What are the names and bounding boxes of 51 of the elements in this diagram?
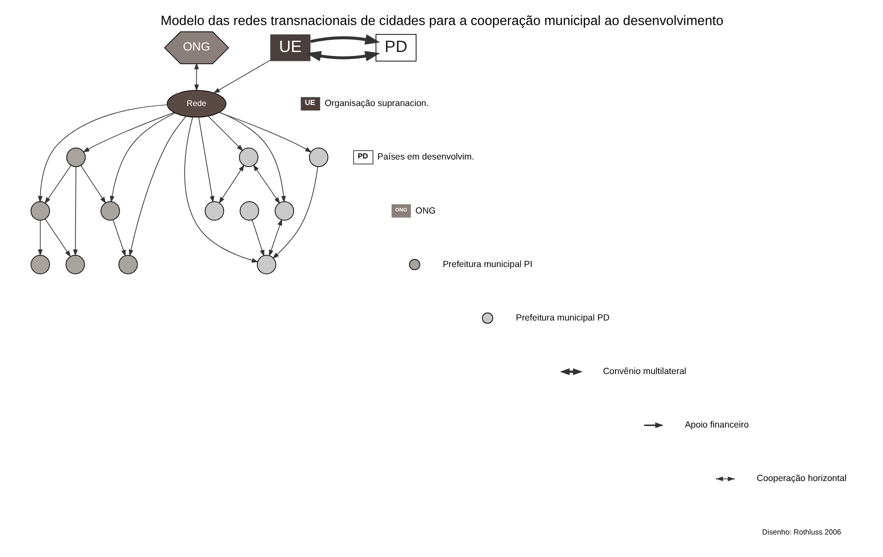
arrow <box>272 166 318 259</box>
node-circle <box>118 254 138 274</box>
node-circle <box>274 201 294 221</box>
node-box: PD <box>375 34 416 62</box>
label: Disenho: Rothluss 2006 <box>762 527 841 536</box>
arrow <box>44 164 71 204</box>
node-circle <box>204 201 224 221</box>
node-circle <box>238 148 258 168</box>
arrow <box>218 164 244 204</box>
arrow <box>268 218 282 257</box>
node-circle <box>256 254 276 274</box>
arrow <box>44 218 70 258</box>
arrow <box>218 112 286 203</box>
node-circle <box>100 201 120 221</box>
arrow <box>212 60 270 94</box>
label: PD <box>357 151 368 160</box>
arrow <box>72 166 78 256</box>
arrow <box>82 112 174 152</box>
legend-label: Cooperação horizontal <box>756 473 846 484</box>
node-circle <box>308 148 328 168</box>
arrow <box>80 165 106 204</box>
arrow <box>251 220 264 257</box>
arrow <box>37 104 168 203</box>
legend-label: Convênio multilateral <box>602 366 686 376</box>
node-ellipse: Rede <box>166 90 226 118</box>
node-circle <box>65 254 84 274</box>
diagram-title: Modelo das redes transnacionais de cidades para a cooperação municipal ao desenvolvimento <box>160 12 723 28</box>
arrow <box>306 50 380 62</box>
arrow <box>310 34 380 45</box>
legend-label: Apoio financeiro <box>684 420 748 430</box>
legend-label: Prefeitura municipal PD <box>515 312 610 322</box>
node-circle <box>66 148 86 168</box>
legend-label: Organisação supranacion. <box>324 98 428 108</box>
legend-label: Países em desenvolvim. <box>376 152 474 162</box>
arrow <box>37 220 42 256</box>
arrow <box>252 164 280 204</box>
arrow <box>218 112 312 152</box>
node-circle <box>30 254 50 274</box>
legend-label: Prefeitura municipal PI <box>442 258 532 269</box>
node-circle <box>30 201 50 221</box>
arrow <box>128 116 186 256</box>
arrow <box>184 116 258 263</box>
node-circle <box>239 201 259 221</box>
arrow <box>208 116 243 152</box>
arrow <box>198 116 214 203</box>
node-box: UE <box>270 34 310 62</box>
arrow <box>194 62 198 92</box>
label: UE <box>304 98 315 107</box>
legend-label: ONG <box>414 205 436 216</box>
arrow <box>112 219 126 257</box>
arrow <box>109 112 176 203</box>
